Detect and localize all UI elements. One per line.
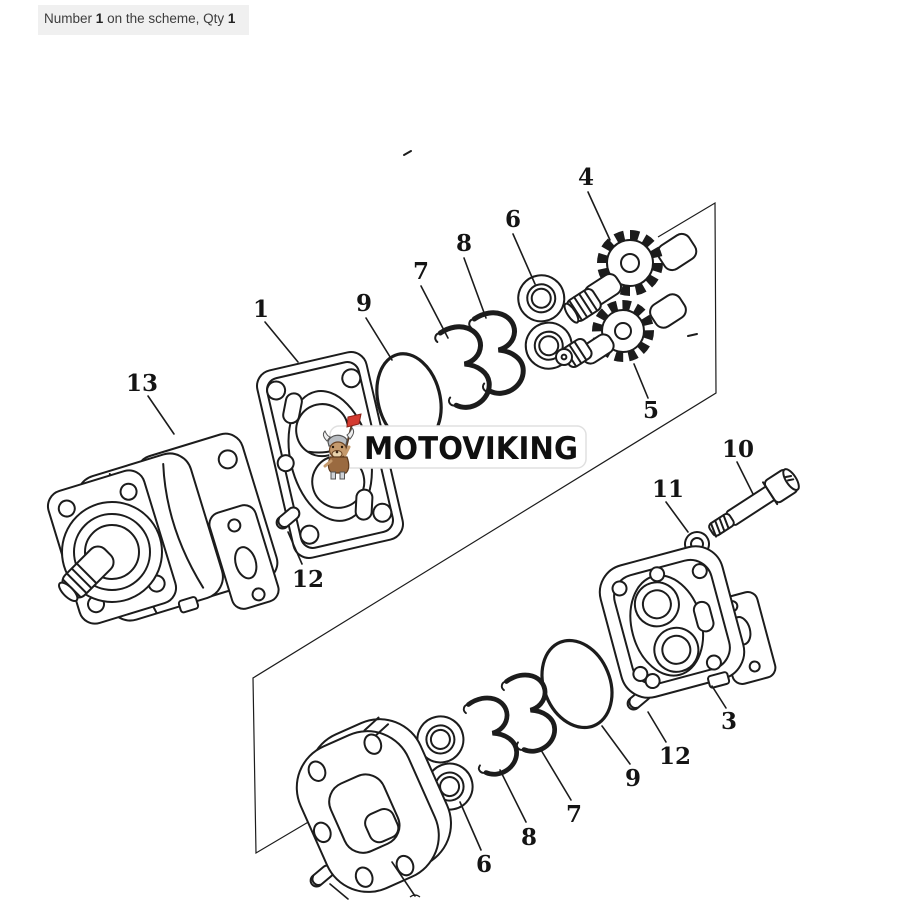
callout-7-lower: 7 xyxy=(566,801,582,828)
callout-9-lower: 9 xyxy=(625,765,641,792)
stray-mark xyxy=(687,333,698,337)
cut-leader-line xyxy=(329,883,349,900)
part-callouts: 13 1 9 7 8 6 4 5 10 11 12 3 12 9 7 8 6 xyxy=(126,164,754,878)
caption-part-number: 1 xyxy=(95,11,104,26)
callout-4: 4 xyxy=(578,164,594,191)
part-4-drive-gear xyxy=(563,230,698,324)
part-13-pump-assembly xyxy=(46,432,280,625)
viking-dog-mascot-icon xyxy=(322,413,362,480)
cut-label-fragment xyxy=(409,894,421,898)
callout-9-upper: 9 xyxy=(356,290,372,317)
background-sheet-outline xyxy=(252,201,717,855)
part-8-snap-ring-lower xyxy=(460,693,522,779)
callout-12-right: 12 xyxy=(659,743,691,770)
scheme-caption: Number 1 on the scheme, Qty 1 xyxy=(38,5,250,35)
watermark-brand-text: MOTOVIKING xyxy=(364,431,578,467)
callout-6-upper: 6 xyxy=(505,206,521,233)
stray-mark xyxy=(403,150,412,156)
callout-11: 11 xyxy=(652,476,684,503)
pump-splined-shaft xyxy=(58,545,115,602)
callout-12-left: 12 xyxy=(292,566,324,593)
part-3-rear-cover xyxy=(598,545,777,699)
watermark: MOTOVIKING xyxy=(322,413,587,480)
bottom-flange xyxy=(295,716,452,893)
callout-7-upper: 7 xyxy=(413,258,429,285)
leader-lines xyxy=(147,191,754,851)
callout-1: 1 xyxy=(253,296,269,323)
callout-10: 10 xyxy=(722,436,754,463)
part-5-driven-gear xyxy=(555,293,687,369)
part-8-snap-ring-upper xyxy=(466,308,529,398)
caption-prefix: Number xyxy=(44,11,93,26)
caption-middle: on the scheme, Qty xyxy=(107,11,225,26)
callout-5: 5 xyxy=(643,397,659,424)
callout-13: 13 xyxy=(126,370,158,397)
pump-port-flange xyxy=(208,504,280,610)
callout-8-upper: 8 xyxy=(456,230,472,257)
callout-6-lower: 6 xyxy=(476,851,492,878)
caption-qty: 1 xyxy=(227,11,236,26)
callout-3: 3 xyxy=(721,708,737,735)
callout-8-lower: 8 xyxy=(521,824,537,851)
part-10-bolt xyxy=(708,468,800,538)
cut-leader-line xyxy=(391,861,416,897)
